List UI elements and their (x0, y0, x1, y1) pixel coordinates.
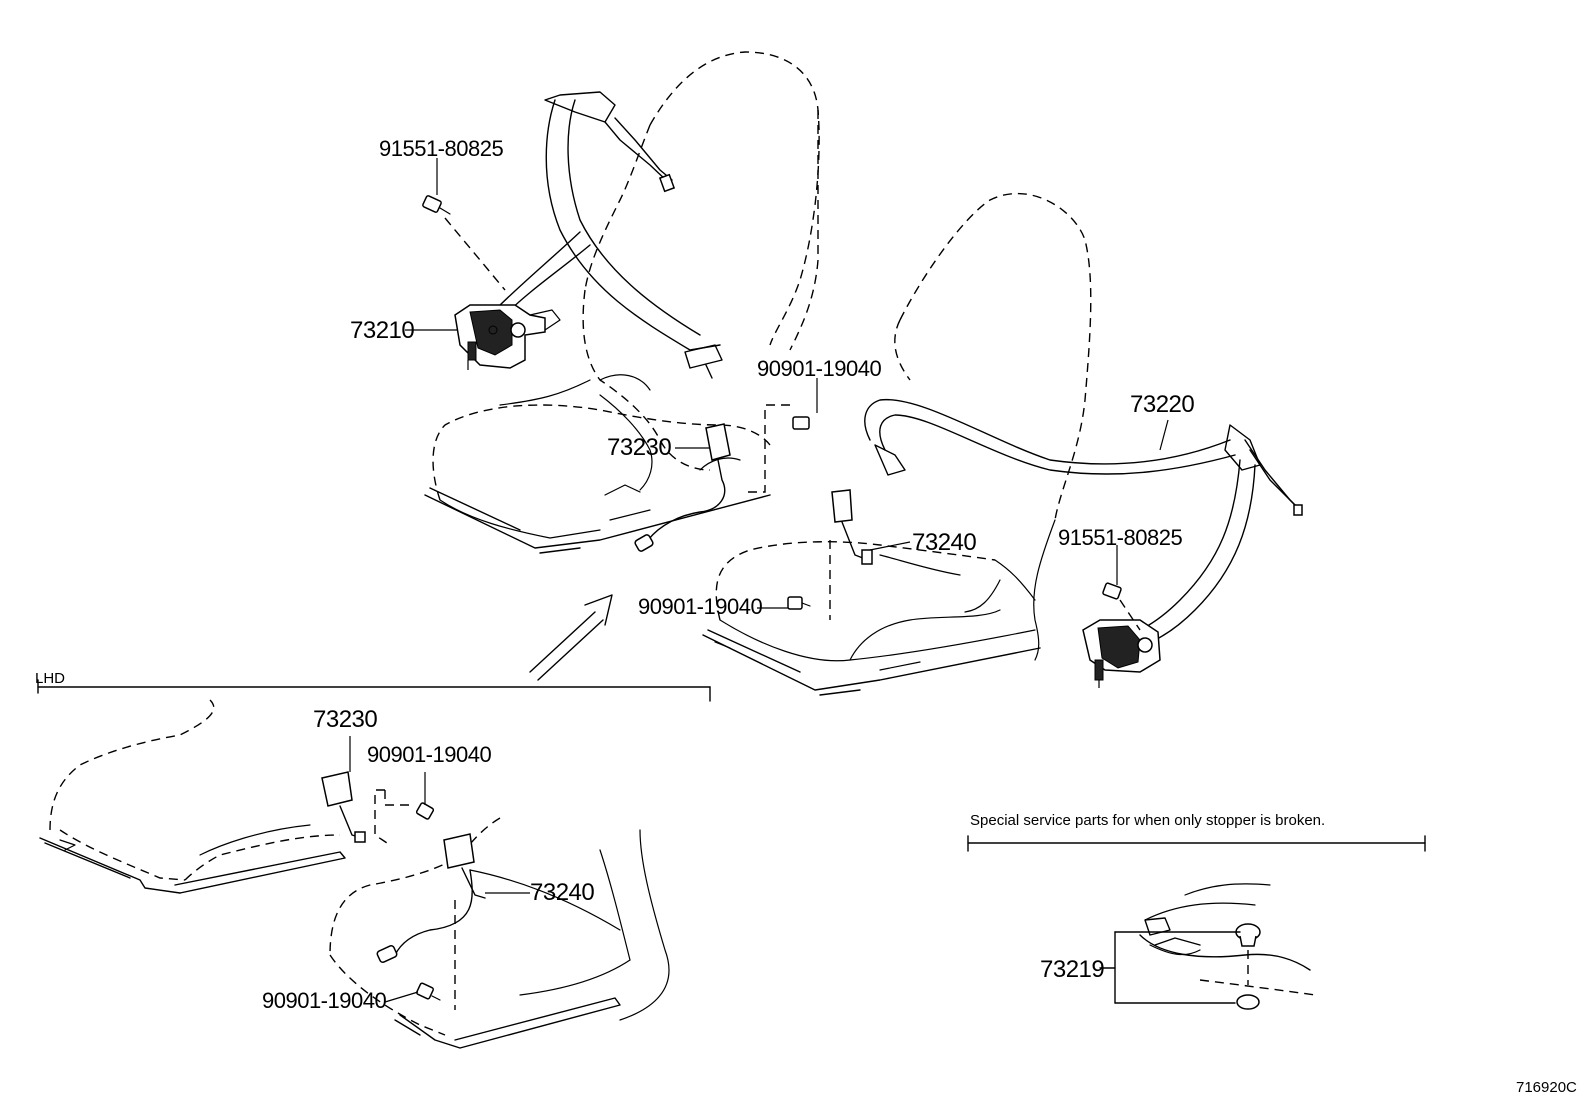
drawing-code: 716920C (1516, 1079, 1577, 1096)
direction-arrow (529, 594, 613, 681)
bolt-90901-lower (787, 540, 831, 620)
label-buckle-73230: 73230 (607, 434, 671, 461)
label-buckle-73240: 73240 (912, 529, 976, 556)
retractor-73210 (454, 304, 561, 370)
buckle-73240-right (831, 489, 873, 565)
leader-lines (349, 158, 1169, 1003)
label-lhd-buckle-73240: 73240 (530, 879, 594, 906)
label-retractor-73210: 73210 (350, 317, 414, 344)
label-lhd-bolt-upper: 90901-19040 (367, 742, 491, 767)
label-bolt-90901-lower: 90901-19040 (638, 594, 762, 619)
bolt-91551-top-left (422, 195, 506, 291)
right-seat-drawing (702, 192, 1092, 696)
label-lhd-bolt-lower: 90901-19040 (262, 988, 386, 1013)
retractor-73220-webbing (864, 398, 1303, 641)
label-bolt-91551-right: 91551-80825 (1058, 525, 1182, 550)
label-bolt-90901-upper: 90901-19040 (757, 356, 881, 381)
service-note: Special service parts for when only stop… (970, 812, 1325, 829)
label-lhd: LHD (35, 670, 65, 687)
buckle-73230-upper (634, 423, 731, 552)
label-lhd-buckle-73230: 73230 (313, 706, 377, 733)
lhd-section (37, 679, 711, 1049)
retractor-right (1082, 619, 1161, 688)
label-retractor-73220: 73220 (1130, 391, 1194, 418)
left-seatbelt-webbing (494, 91, 723, 379)
left-seat-drawing (424, 51, 820, 554)
bolt-90901-upper (745, 404, 810, 493)
label-bolt-91551-top: 91551-80825 (379, 136, 503, 161)
label-part-73219: 73219 (1040, 956, 1104, 983)
bolt-91551-right (1102, 582, 1141, 631)
service-section (967, 835, 1426, 1010)
